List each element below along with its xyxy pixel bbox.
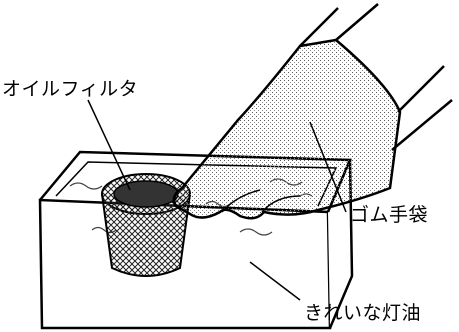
leader-oil-filter [87,99,131,191]
label-clean-kerosene: きれいな灯油 [304,302,422,324]
leader-glove [309,121,347,213]
label-rubber-glove: ゴム手袋 [350,204,429,226]
oil-filter [101,173,191,277]
rubber-glove [172,3,453,220]
label-oil-filter: オイルフィルタ [2,78,139,100]
leader-lines [87,99,347,301]
leader-kerosene [249,261,301,301]
